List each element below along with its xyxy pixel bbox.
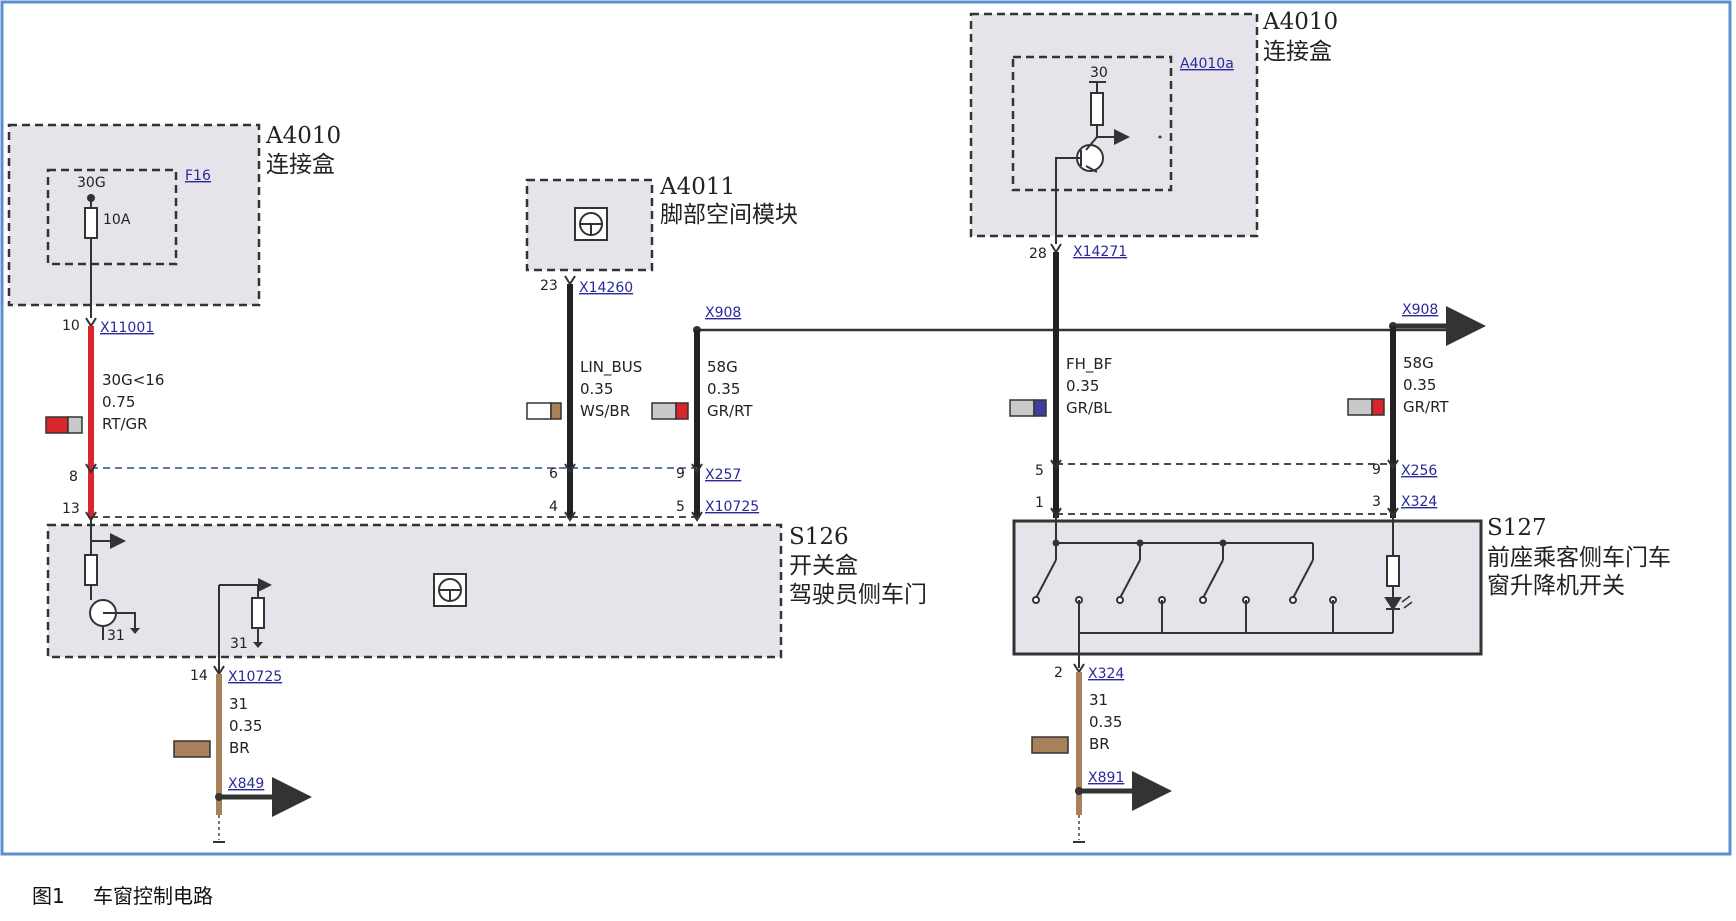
w5-color-swatch [1347,398,1385,416]
x10725-pin-red: 13 [62,501,80,517]
w6-gauge: 0.35 [229,717,262,735]
x324-top-pin-gr: 3 [1372,494,1381,510]
w3-color: GR/RT [707,402,753,420]
x14260-pin: 23 [540,278,558,294]
x256-pin-fh: 5 [1035,463,1044,479]
x14260-connector-icon [564,275,576,286]
s126-desc-line1: 开关盒 [789,553,858,579]
x10725-pin-gr: 5 [676,499,685,515]
a4010-right-name: A4010 [1262,9,1338,35]
w6-signal: 31 [229,695,248,713]
x10725-top-label: X10725 [705,499,759,515]
fuse-rating-label: 10A [103,212,131,228]
w6-color-swatch [173,740,211,758]
a4010-right-junction-box: A4010 连接盒 A4010a 30 [969,9,1338,238]
w2-color-swatch [526,402,562,420]
s126-name: S126 [789,524,849,550]
fuse-icon [84,207,98,239]
a4010-left-desc: 连接盒 [266,152,335,178]
x14271-label: X14271 [1073,244,1127,260]
s127-desc-line1: 前座乘客侧车门车 [1487,545,1671,571]
x14271-connector-icon [1050,243,1062,254]
diagram-frame [0,0,1732,856]
terminal-30-label: 30 [1090,65,1108,81]
x891-label: X891 [1088,770,1124,786]
w4-signal: FH_BF [1066,355,1112,374]
x256-label: X256 [1401,463,1437,479]
a4011-desc: 脚部空间模块 [660,202,798,228]
s126-resistor-icon [84,554,98,586]
a4010-left-junction-box: A4010 连接盒 F16 30G 10A [7,123,341,318]
w3-color-swatch [651,402,689,420]
fuse-ref-label: F16 [185,168,211,184]
s126-ground-pin-2: 31 [230,636,248,652]
w4-color: GR/BL [1066,399,1112,417]
w6-color: BR [229,739,250,757]
x849-label: X849 [228,776,264,792]
fuse-terminal-label: 30G [77,175,106,191]
w1-gauge: 0.75 [102,393,135,411]
x257-label: X257 [705,467,741,483]
x257-pin-lin: 6 [549,466,558,482]
w7-color: BR [1089,735,1110,753]
s127-switch-contacts [1032,539,1337,633]
x908-left-label: X908 [705,305,741,321]
w5-color: GR/RT [1403,398,1449,416]
w7-color-swatch [1031,736,1069,754]
w7-signal: 31 [1089,691,1108,709]
w2-color: WS/BR [580,402,630,420]
a4010-left-name: A4010 [265,123,341,149]
w3-gauge: 0.35 [707,380,740,398]
x11001-label: X11001 [100,320,154,336]
s126-ground-pin-1: 31 [107,628,125,644]
w2-signal: LIN_BUS [580,358,642,377]
x257-pin-red: 8 [69,469,78,485]
s127-desc-line2: 窗升降机开关 [1487,573,1625,599]
x10725-bottom-pin: 14 [190,668,208,684]
w5-gauge: 0.35 [1403,376,1436,394]
w1-signal: 30G<16 [102,371,164,389]
s126-switch-block: S126 开关盒 驾驶员侧车门 31 31 [46,520,927,672]
x11001-pin: 10 [62,318,80,334]
w2-gauge: 0.35 [580,380,613,398]
w3-signal: 58G [707,358,738,376]
x908-right-label: X908 [1402,302,1438,318]
w5-signal: 58G [1403,354,1434,372]
a4010a-label: A4010a [1180,56,1234,72]
x257-pin-gr: 9 [676,466,685,482]
figure-title: 车窗控制电路 [93,884,213,908]
x256-pin-gr: 9 [1372,462,1381,478]
s126-desc-line2: 驾驶员侧车门 [789,582,927,608]
a4011-name: A4011 [659,174,735,200]
a4010-right-desc: 连接盒 [1263,39,1332,65]
x14271-pin: 28 [1029,246,1047,262]
s127-resistor-icon [1386,555,1400,587]
a4011-footwell-module: A4011 脚部空间模块 [525,174,798,272]
a4010-resistor-icon [1090,92,1104,126]
x324-bottom-label: X324 [1088,666,1124,682]
s127-window-switch: S127 前座乘客侧车门车 窗升降机开关 [1012,515,1671,668]
x14260-label: X14260 [579,280,633,296]
w1-color-swatch [45,416,83,434]
x10725-bottom-label: X10725 [228,669,282,685]
x324-bottom-pin: 2 [1054,665,1063,681]
x11001-connector-icon [85,317,97,328]
s126-resistor-icon-2 [251,597,265,629]
w1-color: RT/GR [102,415,148,433]
w4-gauge: 0.35 [1066,377,1099,395]
x324-top-label: X324 [1401,494,1437,510]
x10725-pin-lin: 4 [549,499,558,515]
s127-name: S127 [1487,515,1547,541]
w4-color-swatch [1009,399,1047,417]
figure-label: 图1 [32,884,65,908]
x324-top-pin-fh: 1 [1035,495,1044,511]
w7-gauge: 0.35 [1089,713,1122,731]
